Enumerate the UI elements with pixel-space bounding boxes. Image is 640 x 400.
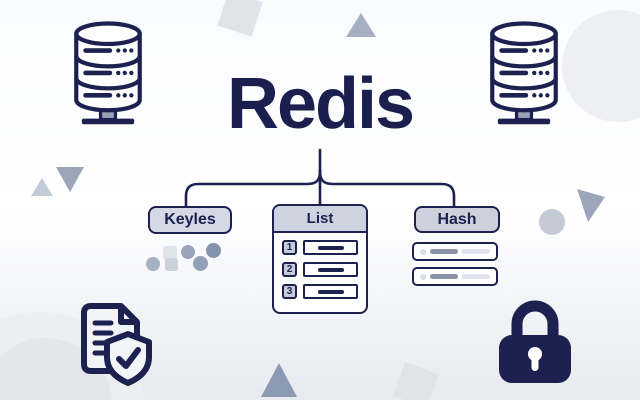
database-top: [490, 21, 558, 47]
padlock-shackle: [511, 300, 559, 341]
node-keys: Keyles: [148, 206, 232, 234]
triangle-shape: [31, 178, 53, 196]
hash-value-bar: [429, 274, 458, 279]
padlock-icon: [499, 300, 571, 383]
dot-shape: [206, 243, 221, 258]
triangle-shape: [261, 363, 297, 397]
check-mark: [116, 347, 141, 369]
hash-key-dot: [420, 273, 426, 280]
hash-row: [412, 242, 498, 261]
connector-left: [184, 169, 322, 208]
dot-shape: [146, 257, 160, 271]
node-hash-label: Hash: [437, 210, 477, 228]
value-dash: [317, 267, 344, 272]
list-row: 2: [282, 262, 358, 277]
value-dash: [317, 289, 344, 294]
database-base: [497, 118, 551, 125]
list-rows: 1 2 3: [274, 233, 366, 306]
list-row: 1: [282, 240, 358, 255]
triangle-shape: [56, 167, 84, 192]
list-index: 1: [282, 240, 297, 255]
circle-shape: [562, 10, 640, 122]
page-title: Redis: [226, 64, 415, 144]
dot-shape: [163, 246, 177, 260]
database-top: [74, 21, 142, 47]
hash-value-bar: [461, 274, 491, 279]
list-value-box: [303, 262, 358, 277]
triangle-shape: [346, 13, 376, 37]
connector-right: [318, 169, 456, 208]
list-index: 3: [282, 284, 297, 299]
list-row: 3: [282, 284, 358, 299]
node-list-label: List: [274, 206, 366, 233]
node-hash: Hash: [414, 206, 500, 233]
database-divider: [74, 77, 142, 91]
hash-value-bar: [461, 249, 491, 254]
hash-value-bar: [429, 249, 458, 254]
circle-shape: [539, 209, 565, 235]
database-divider: [490, 55, 558, 69]
database-base: [81, 118, 135, 125]
value-dash: [317, 245, 344, 250]
node-keys-label: Keyles: [164, 211, 216, 228]
document-fold: [118, 306, 137, 325]
node-list-card: List 1 2 3: [272, 204, 368, 314]
padlock-keyhole-slot: [531, 354, 539, 371]
list-index: 2: [282, 262, 297, 277]
hash-row: [412, 267, 498, 286]
triangle-shape: [577, 189, 605, 222]
list-value-box: [303, 284, 358, 299]
dot-shape: [193, 256, 208, 271]
database-icon: [490, 21, 558, 125]
list-value-box: [303, 240, 358, 255]
document-shield-check-icon: [81, 303, 152, 386]
diamond-shape: [392, 361, 440, 400]
database-divider: [490, 77, 558, 91]
dot-shape: [181, 245, 195, 259]
dot-shape: [165, 258, 178, 271]
database-divider: [74, 55, 142, 69]
database-icon: [74, 21, 142, 125]
diamond-shape: [217, 0, 263, 37]
hash-key-dot: [420, 248, 426, 255]
